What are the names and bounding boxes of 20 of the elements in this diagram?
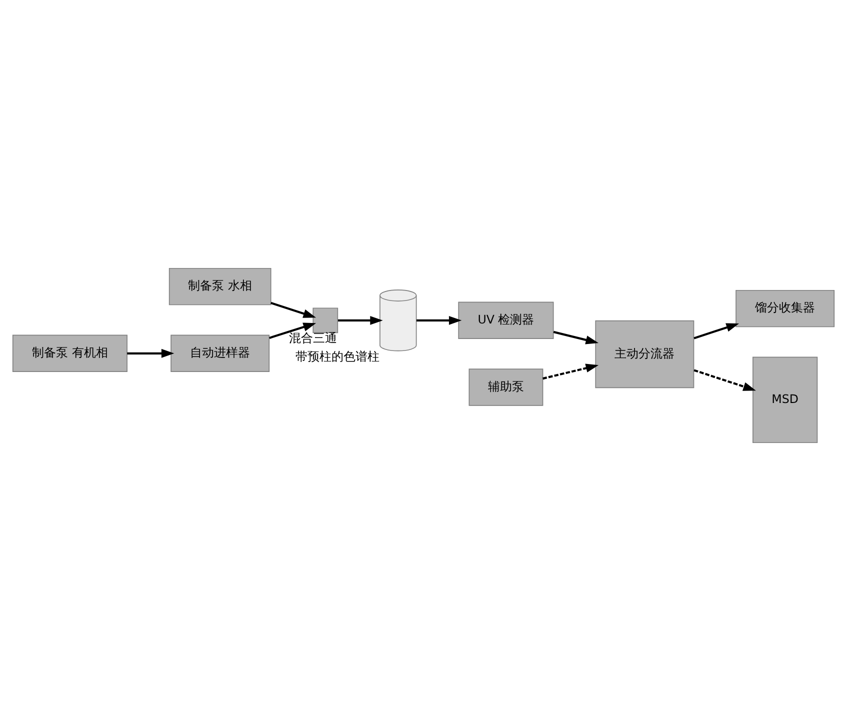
node-label: 混合三通 xyxy=(289,331,338,346)
node-label: 带预柱的色谱柱 xyxy=(296,349,380,364)
node-box: UV 检测器 xyxy=(458,302,554,339)
arrow xyxy=(416,316,462,325)
node-box xyxy=(312,308,338,334)
node-box: 制备泵 水相 xyxy=(168,268,272,306)
arrow xyxy=(694,369,756,391)
arrow xyxy=(269,322,316,339)
node-box: 制备泵 有机相 xyxy=(12,334,128,372)
arrow xyxy=(270,302,316,318)
node-box: 主动分流器 xyxy=(595,320,694,388)
arrow xyxy=(127,348,174,358)
arrow xyxy=(553,330,598,344)
node-box: 自动进样器 xyxy=(170,334,270,372)
arrow xyxy=(542,364,599,380)
arrow xyxy=(694,323,740,340)
node-box: 辅助泵 xyxy=(468,368,544,406)
node-box: 馏分收集器 xyxy=(736,290,835,328)
node-box: MSD xyxy=(752,356,818,444)
arrow xyxy=(338,316,383,325)
